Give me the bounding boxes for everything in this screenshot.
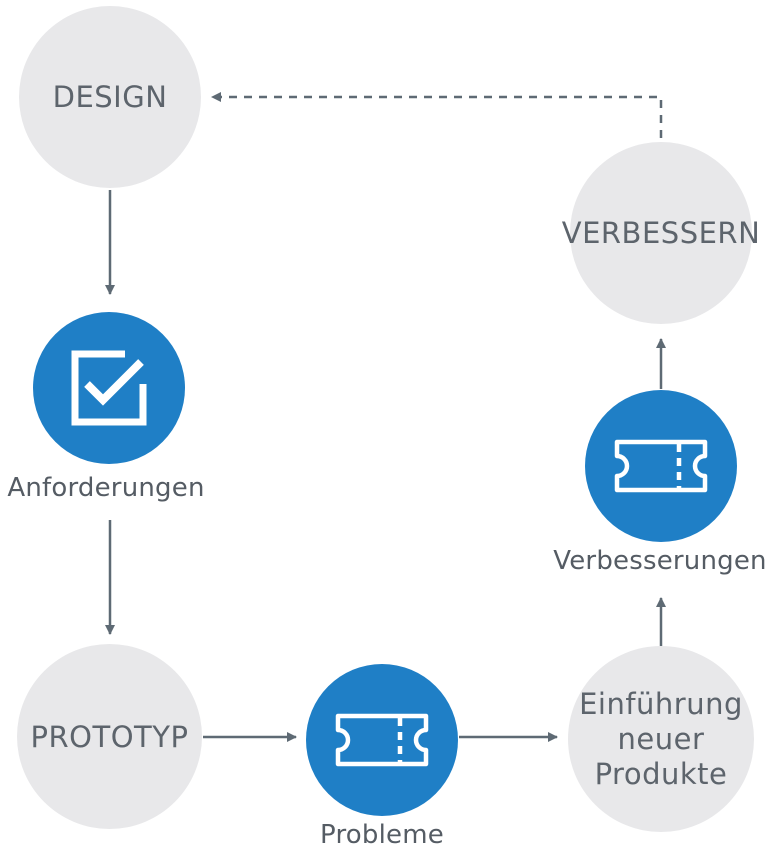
design-node: DESIGN <box>19 6 201 188</box>
design-label: DESIGN <box>52 80 168 114</box>
checkbox-icon <box>71 350 147 426</box>
einfuehrung-node: Einführung neuer Produkte <box>568 646 754 832</box>
prototyp-label: PROTOTYP <box>30 719 189 754</box>
probleme-label: Probleme <box>320 820 444 850</box>
einfuehrung-line-1: Einführung <box>579 686 743 721</box>
einfuehrung-line-2: neuer <box>617 721 705 756</box>
ticket-icon <box>614 439 708 493</box>
dashed-arrow-verbessern-to-design <box>211 92 663 138</box>
einfuehrung-label: Einführung neuer Produkte <box>579 687 743 792</box>
verbessern-node: VERBESSERN <box>562 142 760 324</box>
ticket-icon <box>335 713 429 767</box>
anforderungen-label: Anforderungen <box>7 473 205 503</box>
probleme-node <box>306 664 458 816</box>
prototyp-node: PROTOTYP <box>17 644 202 829</box>
anforderungen-node <box>33 312 185 464</box>
verbesserungen-node <box>585 390 737 542</box>
einfuehrung-line-3: Produkte <box>594 756 728 791</box>
verbessern-label: VERBESSERN <box>561 216 761 250</box>
verbesserungen-label: Verbesserungen <box>553 546 767 576</box>
